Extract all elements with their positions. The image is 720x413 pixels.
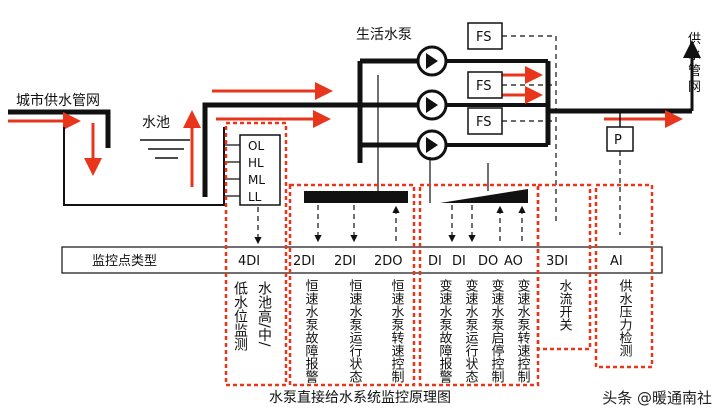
fs-label-3: FS [476, 115, 492, 130]
desc-pool-2: 低水位监测 [232, 281, 248, 351]
city-inlet-pipe [8, 109, 111, 148]
fixed-speed-controller [304, 191, 408, 203]
pump-1-impeller [426, 53, 438, 69]
row-header: 监控点类型 [92, 254, 157, 269]
group-pool-level [224, 121, 288, 387]
caption: 水泵直接给水系统监控原理图 [269, 390, 451, 406]
group-pressure [594, 183, 654, 369]
type-do: DO [478, 254, 498, 269]
desc-pressure: 供水压力检测 [617, 279, 633, 357]
level-probe-lines [224, 144, 240, 197]
level-ml: ML [248, 173, 265, 187]
flow-switch-signal-lines [502, 35, 557, 225]
supply-label-1: 供 [688, 32, 701, 47]
vfd-controller [440, 189, 528, 203]
fs-label-1: FS [476, 30, 492, 45]
supply-label-3: 管 [688, 64, 701, 79]
desc-vfd-fault: 变速水泵故障报警 [437, 278, 453, 383]
type-2do: 2DO [374, 254, 403, 269]
supply-label-4: 网 [688, 80, 701, 95]
type-4di: 4DI [238, 254, 260, 269]
type-2di-a: 2DI [293, 254, 315, 269]
group-fixed-pump [288, 183, 416, 387]
level-hl: HL [248, 156, 264, 170]
supply-label-2: 水 [688, 48, 701, 63]
monitor-type-row [61, 246, 663, 274]
level-sensor-box [239, 134, 281, 206]
flow-switch-1 [467, 22, 503, 50]
pump-outlet-pipes [446, 59, 548, 147]
pump-inlet-manifold [357, 58, 425, 163]
desc-fixed-fault: 恒速水泵故障报警 [303, 279, 319, 383]
type-di-a: DI [428, 254, 442, 269]
label-pool: 水池 [142, 115, 170, 131]
pump-title: 生活水泵 [356, 27, 412, 43]
label-city: 城市供水管网 [16, 92, 100, 109]
pump-2-impeller [426, 97, 438, 113]
type-2di-b: 2DI [334, 254, 356, 269]
water-pool [63, 127, 225, 206]
pump-3-impeller [426, 137, 438, 153]
pressure-label: P [614, 133, 622, 148]
level-ol: OL [248, 139, 264, 153]
watermark: 头条 @暖通南社 [602, 389, 712, 407]
desc-flow-switch: 水流开关 [557, 279, 573, 331]
desc-fixed-speed: 恒速水泵转速控制 [389, 279, 405, 383]
desc-pool-1: 水池高/中/ [256, 281, 272, 347]
caption-bar: 水泵直接给水系统监控原理图 头条 @暖通南社 [0, 383, 720, 413]
type-ai: AI [610, 254, 623, 269]
desc-vfd-speed: 变速水泵转速控制 [515, 278, 531, 383]
group-flow-switch [536, 183, 592, 351]
type-di-b: DI [452, 254, 466, 269]
type-ao: AO [504, 254, 523, 269]
fs-label-2: FS [476, 79, 492, 94]
desc-fixed-run: 恒速水泵运行状态 [347, 279, 363, 383]
suction-pipe [202, 102, 360, 197]
level-ll: LL [248, 190, 262, 204]
desc-vfd-run: 变速水泵运行状态 [463, 278, 479, 383]
type-3di: 3DI [546, 254, 568, 269]
desc-vfd-startstop: 变速水泵启停控制 [489, 278, 505, 383]
